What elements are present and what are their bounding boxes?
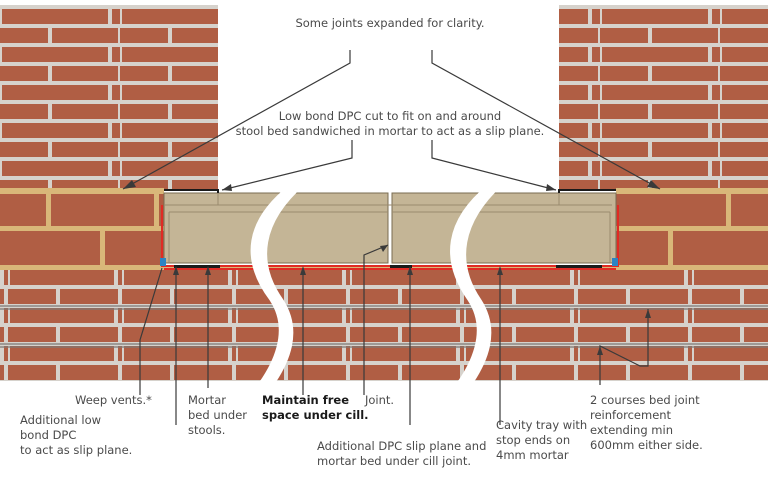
label-cavity-tray: Cavity tray with stop ends on 4mm mortar — [496, 418, 588, 462]
left-brick-pier — [0, 5, 218, 189]
label-mortar-bed: Mortar bed under stools. — [188, 393, 248, 437]
leader-arrowheads — [123, 180, 660, 355]
mortar-bed-pads — [174, 265, 602, 268]
bed-joint-reinforcement — [0, 305, 768, 348]
label-additional-low-bond-dpc: Additional low bond DPC to act as slip p… — [20, 413, 133, 457]
weep-vents — [160, 258, 618, 266]
label-additional-dpc-slip-plane: Additional DPC slip plane and mortar bed… — [317, 439, 487, 468]
label-low-bond-dpc: Low bond DPC cut to fit on and around st… — [235, 109, 545, 138]
label-bed-joint-reinforcement: 2 courses bed joint reinforcement extend… — [590, 393, 703, 452]
right-brick-pier — [559, 5, 768, 189]
break-symbols — [248, 184, 504, 396]
label-maintain-free-space: Maintain free space under cill. — [262, 393, 369, 422]
lower-brickwork — [0, 270, 768, 381]
low-bond-dpc — [164, 189, 616, 193]
label-joints-expanded: Some joints expanded for clarity. — [295, 16, 485, 30]
cill-stools — [163, 192, 617, 264]
label-joint: Joint. — [365, 393, 395, 407]
label-weep-vents: Weep vents.* — [75, 393, 152, 407]
leader-lines — [122, 50, 661, 425]
expanded-mortar-joints — [0, 188, 768, 270]
